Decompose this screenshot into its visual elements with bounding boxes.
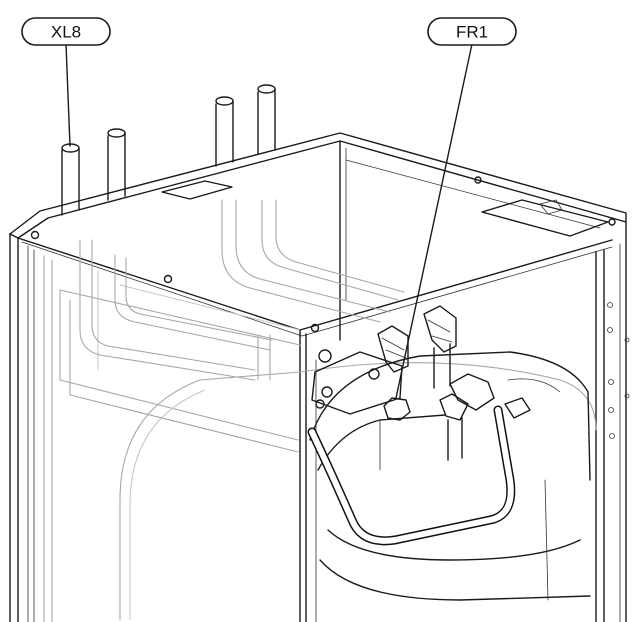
callout-xl8: XL8 [21, 17, 111, 147]
connection-pipes [61, 84, 276, 216]
water-heater-tank [309, 349, 591, 601]
cabinet-center-post [299, 329, 317, 622]
callout-xl8-label: XL8 [51, 23, 81, 42]
cabinet-right-panel [595, 221, 630, 622]
callout-fr1-box [427, 17, 517, 46]
callout-fr1-label: FR1 [456, 23, 488, 42]
callout-xl8-box [21, 17, 111, 46]
hose-pipe [307, 405, 516, 546]
cabinet-top-frame [9, 132, 627, 341]
pipe-elbow-fittings [377, 305, 531, 421]
cabinet-left-panel [9, 233, 53, 622]
callout-fr1-leader [395, 43, 473, 399]
callout-fr1: FR1 [395, 17, 517, 399]
callout-xl8-leader [65, 43, 71, 147]
tank-stubs [257, 334, 463, 461]
internal-frame-ghost [59, 199, 405, 453]
